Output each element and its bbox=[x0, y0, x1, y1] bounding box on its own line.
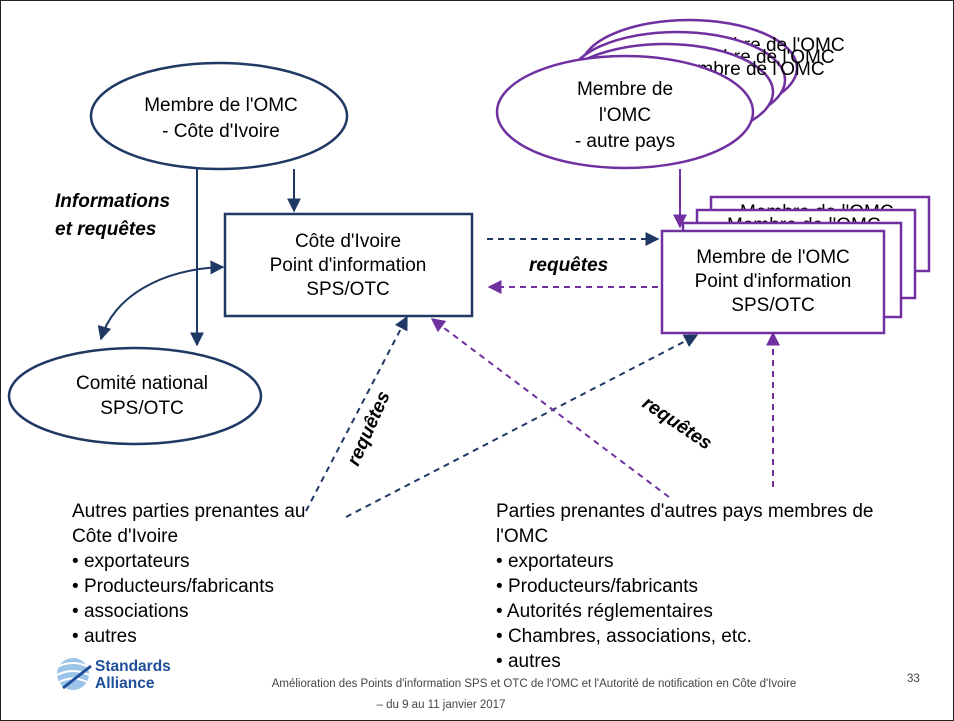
stakeholders-ci-item: • exportateurs bbox=[72, 551, 190, 572]
other-point-line2: Point d'information bbox=[695, 271, 852, 292]
standards-alliance-logo: Standards Alliance bbox=[56, 658, 171, 692]
other-point-box: Membre de l'OMC Point d'information SPS/… bbox=[660, 229, 886, 335]
ci-point-box: Côte d'Ivoire Point d'information SPS/OT… bbox=[223, 212, 474, 318]
stakeholders-ci-title-line2: Côte d'Ivoire bbox=[72, 526, 178, 547]
stakeholders-ci-title-line1: Autres parties prenantes au bbox=[72, 501, 305, 522]
stakeholders-other-item: • autres bbox=[496, 651, 561, 672]
info-label-line2: et requêtes bbox=[55, 219, 156, 240]
omc-other-ellipse: Membre de l'OMC - autre pays bbox=[495, 54, 755, 170]
logo-line2: Alliance bbox=[95, 675, 155, 692]
comite-line2: SPS/OTC bbox=[100, 398, 183, 419]
logo-line1: Standards bbox=[95, 658, 171, 675]
stakeholders-other-title-line1: Parties prenantes d'autres pays membres … bbox=[496, 501, 874, 522]
stakeholders-other-item: • Chambres, associations, etc. bbox=[496, 626, 752, 647]
footer-line2: – du 9 au 11 janvier 2017 bbox=[377, 699, 506, 711]
arrow-point-comite-two-way bbox=[97, 260, 225, 341]
stakeholders-other: Parties prenantes d'autres pays membres … bbox=[496, 501, 874, 672]
ci-point-line2: Point d'information bbox=[270, 255, 427, 276]
omc-ci-line1: Membre de l'OMC bbox=[144, 95, 298, 116]
omc-ci-line2: - Côte d'Ivoire bbox=[162, 121, 280, 142]
arrow-ci-stakeholders-to-other-point bbox=[345, 334, 699, 518]
stakeholders-other-title-line2: l'OMC bbox=[496, 526, 548, 547]
ci-point-line3: SPS/OTC bbox=[306, 279, 389, 300]
comite-ellipse: Comité national SPS/OTC bbox=[7, 346, 263, 446]
stakeholders-other-item: • Autorités réglementaires bbox=[496, 601, 713, 622]
omc-ci-ellipse: Membre de l'OMC - Côte d'Ivoire bbox=[89, 61, 349, 171]
stakeholders-other-item: • Producteurs/fabricants bbox=[496, 576, 698, 597]
info-label-line1: Informations bbox=[55, 191, 170, 212]
arrow-ci-stakeholders-to-ci-point bbox=[305, 315, 408, 512]
requetes-label-left: requêtes bbox=[343, 388, 394, 469]
omc-other-line2: l'OMC bbox=[599, 105, 651, 126]
comite-line1: Comité national bbox=[76, 373, 208, 394]
ci-point-line1: Côte d'Ivoire bbox=[295, 231, 401, 252]
other-point-line1: Membre de l'OMC bbox=[696, 247, 850, 268]
page-number: 33 bbox=[907, 673, 920, 685]
omc-other-line3: - autre pays bbox=[575, 131, 675, 152]
stakeholders-ci-item: • autres bbox=[72, 626, 137, 647]
stakeholders-ci-item: • associations bbox=[72, 601, 189, 622]
stakeholders-other-item: • exportateurs bbox=[496, 551, 614, 572]
omc-other-line1: Membre de bbox=[577, 79, 673, 100]
other-point-line3: SPS/OTC bbox=[731, 295, 814, 316]
requetes-label-middle: requêtes bbox=[529, 255, 608, 276]
requetes-label-right: requêtes bbox=[638, 393, 715, 455]
footer-line1: Amélioration des Points d'information SP… bbox=[272, 678, 797, 690]
stakeholders-ci-item: • Producteurs/fabricants bbox=[72, 576, 274, 597]
stakeholders-ci: Autres parties prenantes au Côte d'Ivoir… bbox=[72, 501, 305, 647]
arrow-other-stakeholders-to-ci-point bbox=[430, 318, 670, 498]
